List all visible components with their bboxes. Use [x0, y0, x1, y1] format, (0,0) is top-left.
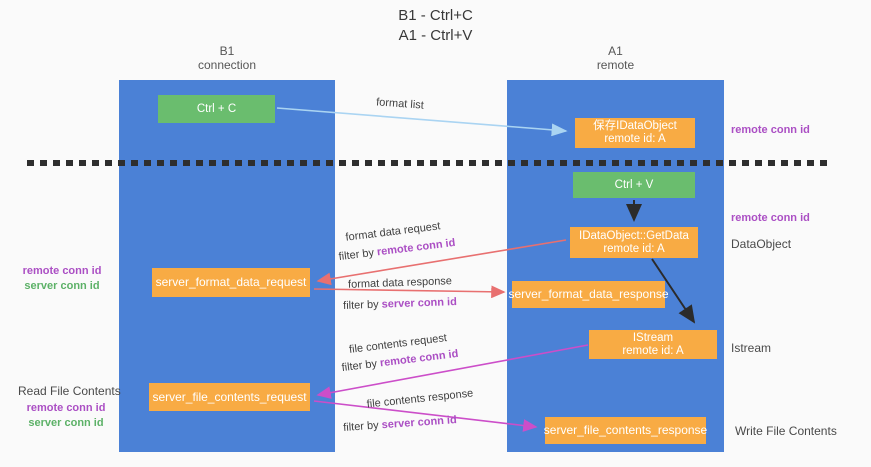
- node-server-file-contents-request-label: server_file_contents_request: [152, 389, 307, 404]
- format-data-response-filter-label: filter by server conn id: [343, 296, 457, 312]
- right-lane-name: A1: [608, 44, 623, 58]
- filter-by-text: filter by: [342, 298, 379, 312]
- filter-by-text: filter by: [338, 246, 375, 264]
- node-istream-line2: remote id: A: [622, 344, 684, 357]
- node-istream: IStream remote id: A: [589, 330, 717, 359]
- node-idataobject-getdata: IDataObject::GetData remote id: A: [570, 227, 698, 258]
- server-conn-id-text: server conn id: [381, 414, 458, 432]
- left-conn-id-annotation-mid: remote conn id server conn id: [14, 264, 110, 294]
- node-server-file-contents-response: server_file_contents_response: [543, 417, 708, 444]
- node-idataobject-getdata-line1: IDataObject::GetData: [579, 229, 689, 242]
- remote-conn-id-annotation-mid: remote conn id: [731, 212, 810, 224]
- write-file-contents-annotation: Write File Contents: [735, 424, 837, 438]
- server-conn-id-text: server conn id: [381, 296, 458, 311]
- left-lane-name: B1: [219, 44, 235, 58]
- node-server-file-contents-response-label: server_file_contents_response: [543, 423, 708, 437]
- left-conn-id-annotation-bottom: remote conn id server conn id: [16, 401, 116, 431]
- node-server-format-data-response-label: server_format_data_response: [508, 287, 669, 301]
- file-contents-response-filter-label: filter by server conn id: [343, 414, 457, 434]
- node-saved-idataobject: 保存IDataObject remote id: A: [575, 118, 695, 148]
- node-ctrl-c-label: Ctrl + C: [196, 102, 237, 115]
- left-lane-role: connection: [197, 58, 257, 72]
- title-line-1: B1 - Ctrl+C: [398, 7, 473, 24]
- title-line-2: A1 - Ctrl+V: [398, 27, 473, 44]
- node-server-format-data-request: server_format_data_request: [152, 268, 310, 297]
- node-ctrl-v: Ctrl + V: [573, 172, 695, 198]
- clipboard-boundary-dashed-line: [27, 160, 832, 166]
- server-conn-id-text: server conn id: [28, 417, 104, 429]
- node-ctrl-v-label: Ctrl + V: [614, 178, 654, 191]
- node-saved-idataobject-line2: remote id: A: [604, 133, 666, 145]
- dataobject-annotation: DataObject: [731, 237, 792, 251]
- node-server-format-data-request-label: server_format_data_request: [155, 275, 307, 289]
- node-istream-line1: IStream: [632, 331, 674, 344]
- node-server-file-contents-request: server_file_contents_request: [149, 383, 310, 411]
- diagram-title: B1 - Ctrl+C A1 - Ctrl+V: [0, 6, 871, 46]
- right-lane-header: A1 remote: [507, 44, 724, 72]
- node-saved-idataobject-line1: 保存IDataObject: [593, 120, 677, 132]
- file-contents-response-label: file contents response: [366, 387, 474, 411]
- remote-conn-id-text: remote conn id: [26, 402, 106, 414]
- remote-conn-id-text: remote conn id: [22, 265, 102, 277]
- filter-by-text: filter by: [342, 419, 380, 434]
- filter-by-text: filter by: [341, 357, 378, 375]
- istream-annotation: Istream: [731, 341, 772, 355]
- left-lane-header: B1 connection: [119, 44, 335, 72]
- remote-conn-id-annotation-top: remote conn id: [731, 124, 810, 136]
- format-data-response-label: format data response: [347, 275, 453, 291]
- server-conn-id-text: server conn id: [24, 280, 100, 292]
- node-ctrl-c: Ctrl + C: [158, 95, 275, 123]
- format-list-label: format list: [375, 96, 425, 112]
- remote-conn-id-text: remote conn id: [379, 347, 459, 370]
- format-data-response-arrow: [313, 285, 506, 299]
- node-server-format-data-response: server_format_data_response: [508, 281, 669, 308]
- read-file-contents-annotation: Read File Contents: [18, 384, 121, 398]
- right-lane-role: remote: [596, 58, 635, 72]
- remote-conn-id-text: remote conn id: [376, 236, 456, 259]
- node-idataobject-getdata-line2: remote id: A: [603, 242, 665, 255]
